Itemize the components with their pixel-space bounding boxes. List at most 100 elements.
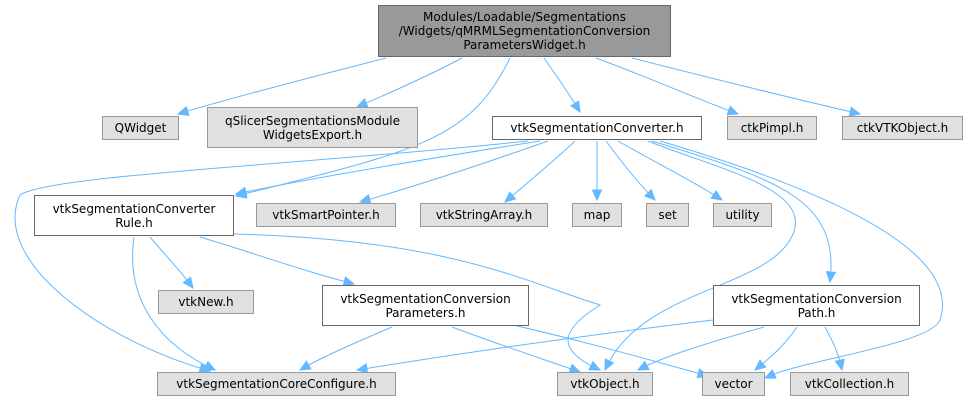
edge-root-to-qslicerexport	[355, 57, 463, 108]
edge-converter-to-utility	[617, 140, 724, 201]
node-label: ctkPimpl.h	[740, 121, 804, 135]
node-path[interactable]: vtkSegmentationConversion Path.h	[713, 285, 920, 326]
edge-line	[235, 57, 511, 197]
edge-line	[199, 236, 355, 285]
edge-line	[499, 321, 709, 377]
edge-line	[605, 140, 656, 201]
node-converter[interactable]: vtkSegmentationConverter.h	[492, 116, 702, 140]
arrowhead-icon	[176, 105, 190, 116]
node-label: vtkObject.h	[570, 377, 640, 391]
node-label: vtkSmartPointer.h	[272, 208, 380, 222]
arrowhead-icon	[825, 271, 837, 284]
arrowhead-icon	[504, 191, 517, 203]
arrowhead-icon	[298, 360, 312, 371]
node-label: vtkCollection.h	[804, 377, 895, 391]
edge-converter-to-rule	[234, 140, 541, 197]
edge-rule-to-vtknew	[149, 236, 194, 289]
node-label: vtkSegmentationConversion Parameters.h	[340, 291, 511, 320]
arrowhead-icon	[643, 188, 656, 201]
arrowhead-icon	[710, 189, 724, 201]
arrowhead-icon	[834, 358, 845, 372]
edge-converter-to-map	[591, 141, 603, 202]
node-label: QWidget	[114, 121, 167, 135]
edge-line	[233, 233, 602, 371]
node-stringarray: vtkStringArray.h	[420, 203, 548, 227]
edge-path-to-vtkobject	[636, 326, 765, 371]
edge-line	[356, 57, 463, 108]
node-label: vtkSegmentationConverter.h	[510, 121, 684, 135]
node-label: map	[583, 208, 611, 222]
node-label: set	[658, 208, 677, 222]
node-vtkobject: vtkObject.h	[557, 372, 653, 396]
arrowhead-icon	[763, 368, 777, 379]
node-vtknew: vtkNew.h	[158, 290, 254, 314]
arrowhead-icon	[636, 360, 650, 371]
node-label: vtkNew.h	[178, 295, 234, 309]
edge-converter-to-smartpointer	[358, 140, 549, 205]
edge-line	[659, 140, 943, 379]
node-set: set	[646, 203, 689, 227]
edge-root-to-converter	[543, 57, 581, 114]
node-label: ctkVTKObject.h	[856, 121, 949, 135]
node-qslicerexport: qSlicerSegmentationsModule WidgetsExport…	[207, 107, 418, 148]
edge-line	[177, 57, 387, 115]
node-qwidget: QWidget	[102, 116, 179, 140]
edge-line	[651, 140, 832, 283]
edge-line	[637, 326, 765, 371]
node-rule[interactable]: vtkSegmentationConverter Rule.h	[34, 195, 234, 236]
edge-root-to-qwidget	[176, 57, 387, 116]
edge-line	[604, 140, 796, 371]
node-utility: utility	[713, 203, 772, 227]
edge-root-to-ctkvtkobject	[631, 57, 862, 117]
node-label: vtkSegmentationConversion Path.h	[731, 291, 902, 320]
node-label: Modules/Loadable/Segmentations /Widgets/…	[398, 10, 651, 52]
node-label: vtkStringArray.h	[435, 208, 533, 222]
node-ctkpimpl: ctkPimpl.h	[727, 116, 817, 140]
edge-rule-to-vtkobject	[233, 233, 602, 371]
node-label: qSlicerSegmentationsModule WidgetsExport…	[224, 113, 401, 142]
edge-path-to-collection	[824, 326, 845, 372]
edge-root-to-ctkpimpl	[595, 57, 740, 116]
arrowhead-icon	[726, 105, 740, 116]
edge-rule-to-coreconfig	[132, 236, 217, 371]
node-smartpointer: vtkSmartPointer.h	[256, 203, 396, 227]
node-params[interactable]: vtkSegmentationConversion Parameters.h	[322, 285, 529, 326]
node-label: vtkSegmentationCoreConfigure.h	[176, 377, 377, 391]
edge-path-to-vector	[754, 326, 798, 371]
edge-line	[451, 326, 581, 373]
node-collection: vtkCollection.h	[790, 372, 909, 396]
arrowhead-icon	[203, 360, 217, 371]
edge-line	[132, 236, 216, 371]
node-label: utility	[725, 208, 760, 222]
edge-converter-to-path	[651, 140, 837, 284]
edge-converter-to-coreconfig	[14, 140, 529, 374]
edge-line	[356, 319, 714, 371]
arrowhead-icon	[355, 363, 369, 374]
arrowhead-icon	[754, 359, 767, 371]
edge-line	[595, 57, 739, 115]
edge-params-to-vtkobject	[451, 326, 582, 374]
edge-params-to-vector	[499, 321, 710, 379]
arrowhead-icon	[355, 98, 369, 108]
edge-converter-to-set	[605, 140, 656, 201]
node-vector: vector	[702, 372, 765, 396]
edge-params-to-coreconfig	[298, 326, 393, 371]
arrowhead-icon	[342, 276, 356, 287]
edge-converter-to-vector	[659, 140, 943, 379]
edge-line	[299, 326, 393, 371]
node-map: map	[572, 203, 622, 227]
edge-line	[235, 140, 541, 195]
arrowhead-icon	[588, 360, 602, 371]
edge-converter-to-stringarray	[504, 140, 576, 203]
node-root: Modules/Loadable/Segmentations /Widgets/…	[378, 5, 671, 57]
arrowhead-icon	[570, 100, 581, 114]
edge-line	[631, 57, 861, 115]
edge-path-to-coreconfig	[355, 319, 714, 374]
edge-line	[504, 140, 576, 203]
arrowhead-icon	[848, 106, 862, 117]
edge-line	[359, 140, 549, 203]
node-label: vtkSegmentationConverter Rule.h	[52, 201, 216, 230]
edge-line	[14, 140, 529, 372]
arrowhead-icon	[604, 358, 615, 372]
